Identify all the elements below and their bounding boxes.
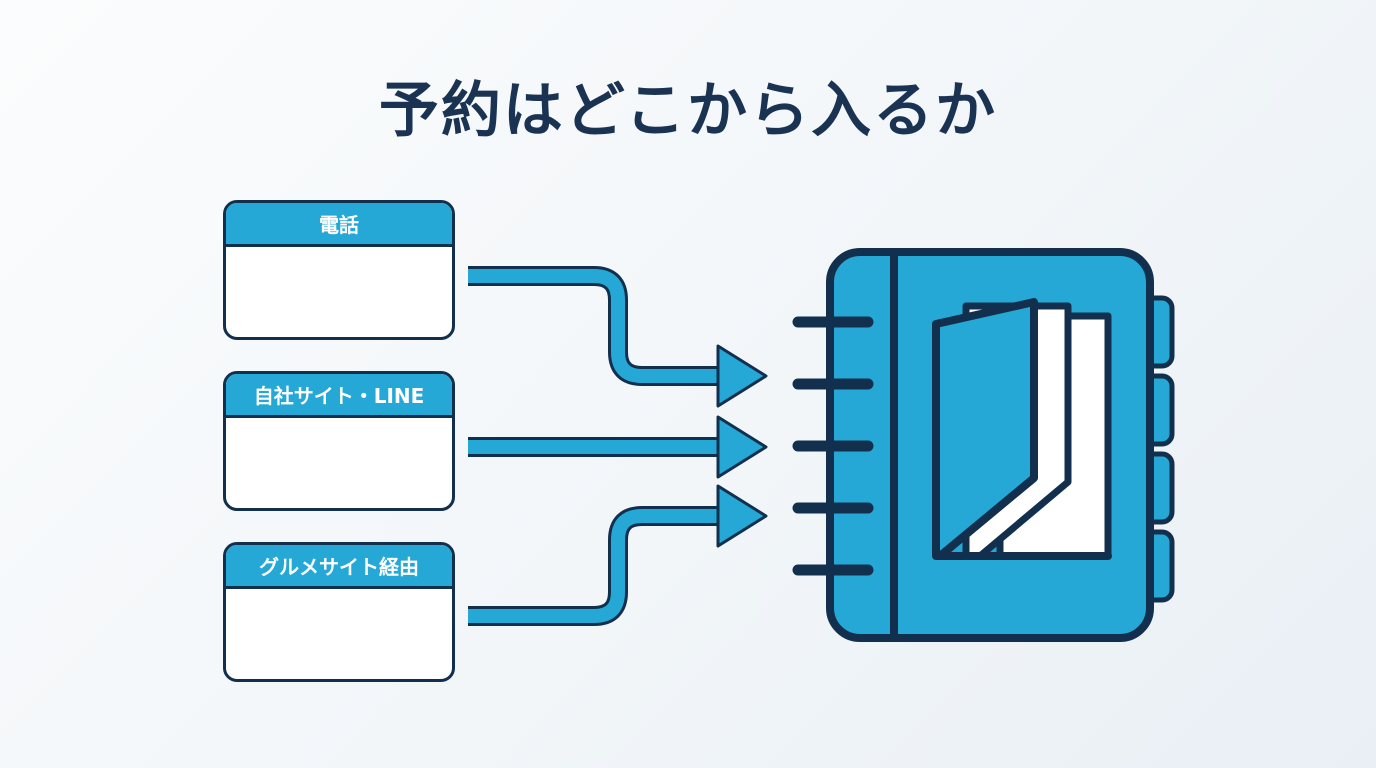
source-card-header: 自社サイト・LINE [226, 374, 452, 418]
source-card-gourmet-site: グルメサイト経由 [223, 542, 455, 682]
source-card-header: 電話 [226, 203, 452, 247]
flow-arrow-own-site-line [468, 415, 768, 479]
page-title: 予約はどこから入るか [378, 76, 998, 146]
flow-arrow-gourmet-site [468, 484, 768, 626]
book-pages-icon [932, 298, 1112, 560]
source-card-own-site-line: 自社サイト・LINE [223, 371, 455, 511]
source-card-phone: 電話 [223, 200, 455, 340]
source-card-header: グルメサイト経由 [226, 545, 452, 589]
reservation-book-icon [792, 248, 1175, 642]
flow-arrow-phone [468, 266, 768, 408]
